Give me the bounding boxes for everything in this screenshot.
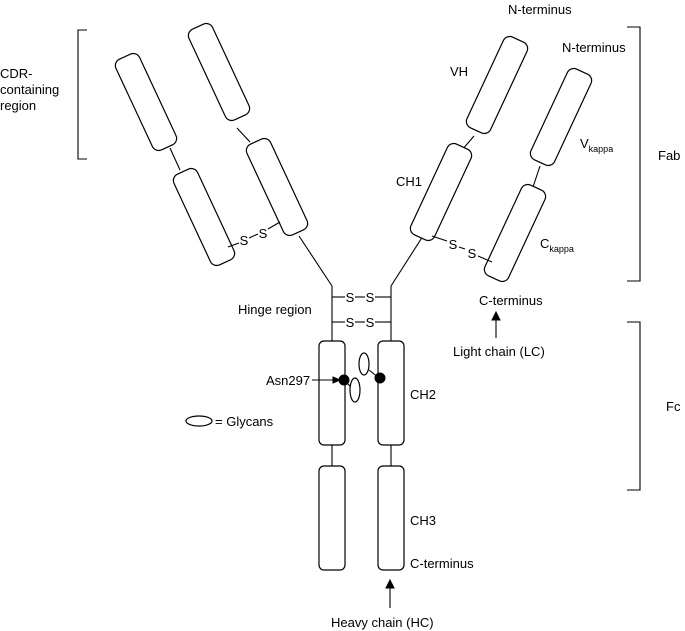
left-disulfide-link-a: [227, 242, 240, 248]
hinge-bond2-s2: S: [366, 315, 375, 330]
c-terminus-light-label: C-terminus: [479, 293, 543, 308]
asn297-label: Asn297: [266, 373, 310, 388]
glycans-legend-label: = Glycans: [215, 414, 274, 429]
left-light-variable-domain: [114, 52, 178, 152]
heavy-chain-arrow-head: [385, 578, 395, 589]
glycan-ellipse-upper: [358, 352, 370, 376]
light-chain-arrow-head: [491, 310, 501, 321]
right-disulfide-s1: S: [449, 237, 458, 252]
left-ch2-domain: [318, 340, 346, 446]
ch1-label: CH1: [396, 174, 422, 189]
right-disulfide-link-b: [458, 246, 466, 250]
n-terminus-light-label: N-terminus: [562, 40, 626, 55]
right-heavy-variable-domain: [465, 35, 529, 135]
right-disulfide-s2: S: [468, 246, 477, 261]
v-kappa-label: Vkappa: [580, 136, 613, 154]
fab-label: Fab: [658, 148, 680, 163]
vh-label: VH: [450, 64, 468, 79]
c-kappa-main: C: [540, 236, 549, 251]
asn297-right-dot: [374, 372, 386, 384]
right-disulfide-link-a: [431, 235, 448, 242]
right-light-v-c-link: [532, 165, 541, 188]
v-kappa-main: V: [580, 136, 589, 151]
light-chain-label: Light chain (LC): [453, 344, 545, 359]
hinge-bond1-s2: S: [366, 290, 375, 305]
right-light-constant-domain: [483, 183, 547, 283]
left-disulfide-link-c: [267, 221, 281, 230]
left-light-constant-domain: [172, 167, 236, 267]
left-disulfide-s1: S: [240, 233, 249, 248]
glycan-legend-icon: [185, 415, 213, 427]
n-terminus-heavy-label: N-terminus: [508, 2, 572, 17]
cdr-label-line1: CDR-: [0, 66, 33, 81]
cdr-bracket: [77, 29, 87, 160]
hinge-bond2-s1: S: [346, 315, 355, 330]
c-terminus-heavy-label: C-terminus: [410, 556, 474, 571]
right-light-variable-domain: [529, 67, 593, 167]
left-disulfide-s2: S: [259, 226, 268, 241]
left-disulfide-link-b: [248, 233, 259, 239]
left-heavy-variable-domain: [187, 22, 251, 122]
fc-label: Fc: [666, 399, 681, 414]
hinge-region-label: Hinge region: [238, 302, 312, 317]
left-light-v-c-link: [236, 127, 251, 143]
right-hinge-link: [390, 235, 424, 287]
ch2-label: CH2: [410, 387, 436, 402]
left-heavy-ch1-domain: [245, 137, 309, 237]
right-ch3-domain: [377, 465, 405, 571]
glycan-group: [338, 352, 386, 403]
cdr-label-line2: containing: [0, 82, 59, 97]
fc-bracket: [627, 321, 641, 491]
hinge-bond1-s1: S: [346, 290, 355, 305]
disulfide-bonds: S S S S S S S S: [227, 221, 493, 330]
left-hinge-link: [298, 235, 333, 287]
left-ch3-domain: [318, 465, 346, 571]
connector-lines: [169, 127, 541, 466]
glycan-ellipse-lower: [349, 377, 361, 403]
right-disulfide-link-c: [477, 255, 493, 263]
c-kappa-label: Ckappa: [540, 236, 574, 254]
right-heavy-ch1-domain: [409, 142, 473, 242]
asn297-arrow-head: [332, 376, 342, 384]
ch3-label: CH3: [410, 513, 436, 528]
v-kappa-subscript: kappa: [589, 144, 614, 154]
cdr-label-line3: region: [0, 98, 36, 113]
fab-bracket: [627, 26, 641, 282]
heavy-chain-label: Heavy chain (HC): [331, 615, 434, 630]
c-kappa-subscript: kappa: [549, 244, 574, 254]
left-heavy-v-c-link: [169, 147, 181, 171]
right-ch2-domain: [377, 340, 405, 446]
